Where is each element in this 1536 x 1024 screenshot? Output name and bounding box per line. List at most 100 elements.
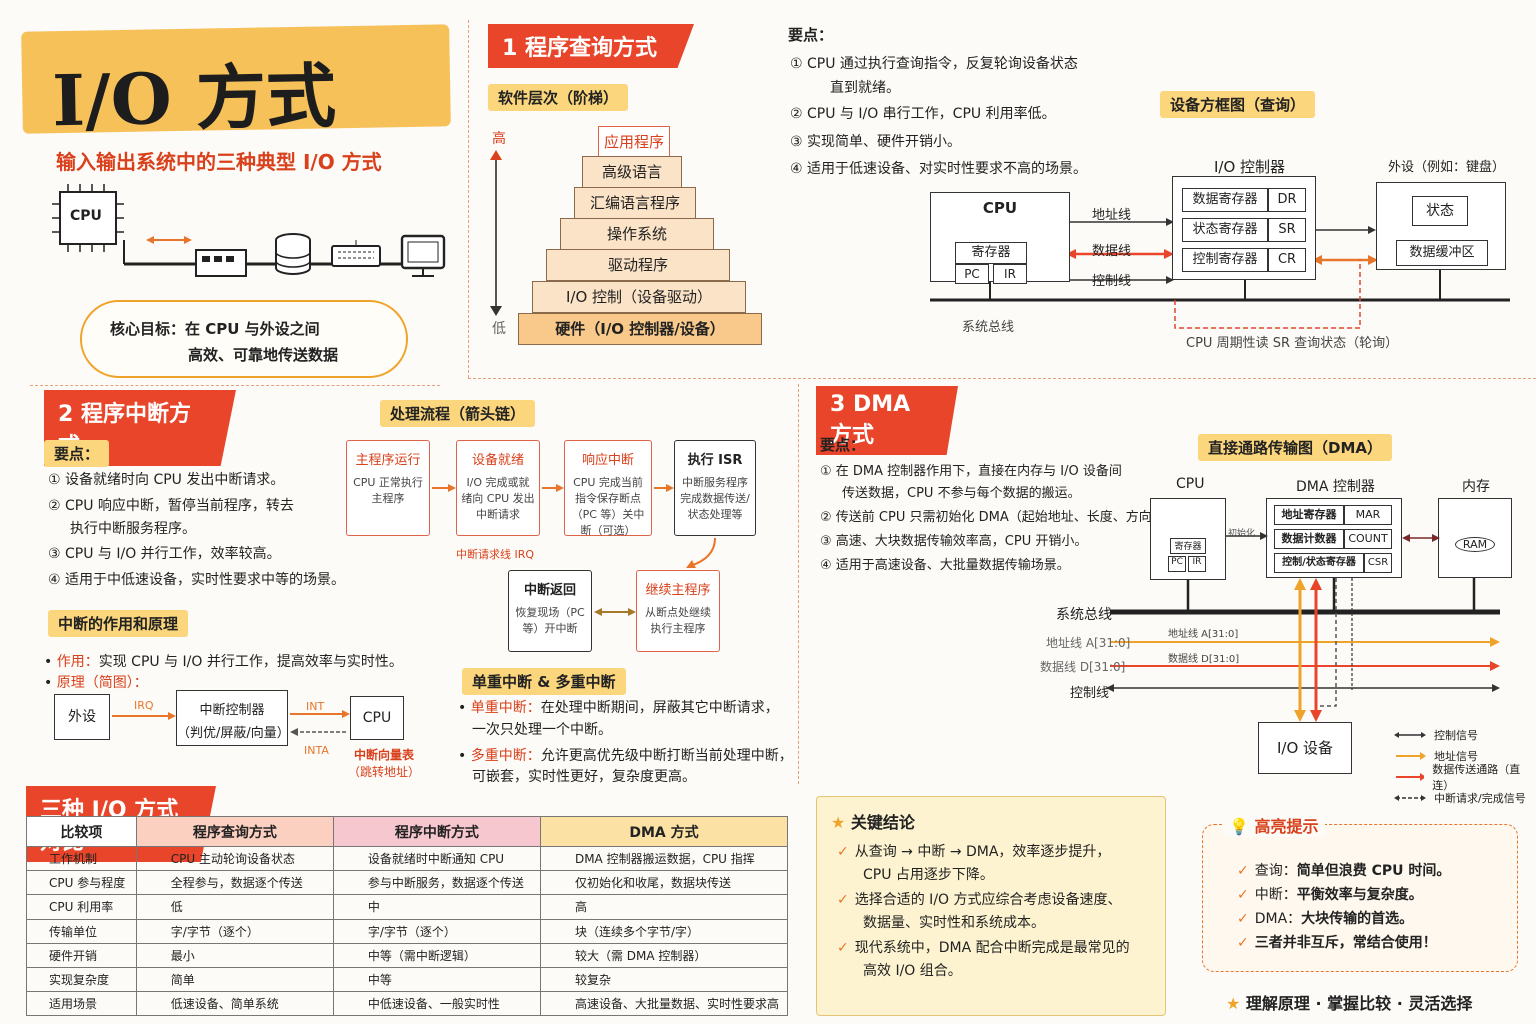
tip-value: 简单但浪费 CPU 时间。 [1296,863,1451,879]
tips-list: ✓查询：简单但浪费 CPU 时间。 ✓中断：平衡效率与复杂度。 ✓DMA：大块传… [1237,859,1450,955]
io-controller-title: I/O 控制器 [1214,158,1286,176]
section3-banner: 3 DMA 方式 [816,386,958,455]
sec2-point-2: ② CPU 响应中断，暂停当前程序，转去 [48,498,294,514]
tip-item: ✓三者并非互斥，常结合使用！ [1237,931,1450,955]
mar-register: 地址寄存器 [1274,505,1344,525]
divider [798,384,799,784]
vector-table-title: 中断向量表 [354,748,415,762]
flow-step-body: CPU 正常执行主程序 [353,476,423,505]
ir-register: IR [993,264,1027,284]
layer-assembly: 汇编语言程序 [574,187,696,219]
io-overview-illustration [52,184,446,277]
check-icon: ✓ [837,940,849,956]
sec1-point-3: ③ 实现简单、硬件开销小。 [790,134,962,150]
conclusion-title-text: 关键结论 [850,813,915,832]
ctrl-bus-label: 控制线 [1070,686,1110,701]
table-row: 硬件开销最小中等（需中断逻辑）较大（需 DMA 控制器） [26,942,789,968]
count-register: 数据计数器 [1274,529,1344,549]
flow-step-continue: 继续主程序 从断点处继续执行主程序 [636,570,720,652]
flow-step-ready: 设备就绪 I/O 完成或就绪向 CPU 发出中断请求 [456,440,540,536]
polling-diagram-lines [930,218,1510,329]
section1-banner: 1 程序查询方式 [488,24,694,68]
conclusion-item-text: 高效 I/O 组合。 [863,963,962,979]
table-cell: 字/字节（逐个） [332,918,541,944]
csr-label: CSR [1364,553,1392,573]
flow-arrows [432,484,716,616]
check-icon: ✓ [837,892,849,908]
flow-step-title: 主程序运行 [355,453,421,468]
table-cell: 中 [332,894,541,920]
peripheral-title: 外设（例如：键盘） [1388,160,1506,175]
sec3-point-2: ② 传送前 CPU 只需初始化 DMA（起始地址、长度、方向）。 [820,510,1172,525]
role-line1-text: 实现 CPU 与 I/O 并行工作，提高效率与实时性。 [98,654,403,670]
tips-card: 💡 高亮提示 ✓查询：简单但浪费 CPU 时间。 ✓中断：平衡效率与复杂度。 ✓… [1202,813,1518,972]
conclusion-item-text: 现代系统中，DMA 配合中断完成是最常见的 [854,940,1130,956]
check-icon: ✓ [1237,935,1249,951]
sec1-point-1b: 直到就绪。 [830,80,900,96]
sec3-diagram-tag: 直接通路传输图（DMA） [1198,434,1392,461]
table-cell: 高速设备、大批量数据、实时性要求高 [539,991,789,1017]
sec3-point-1b: 传送数据，CPU 不参与每个数据的搬运。 [842,486,1081,501]
level-arrow [490,150,502,316]
tip-value: 大块传输的首选。 [1301,911,1414,927]
conclusion-item-text: 数据量、实时性和系统成本。 [863,915,1045,931]
csr-register: 控制/状态寄存器 [1274,553,1364,573]
star-icon: ★ [1226,994,1241,1013]
flow-step-title: 设备就绪 [471,453,524,468]
table-row: 适用场景低速设备、简单系统中低速设备、一般实时性高速设备、大批量数据、实时性要求… [26,991,789,1017]
conclusion-item: ✓ 现代系统中，DMA 配合中断完成是最常见的高效 I/O 组合。 [837,937,1130,983]
dma-system-bus-label: 系统总线 [1056,607,1112,623]
table-cell: 较大（需 DMA 控制器） [539,942,789,968]
dma-bus-lines [1106,532,1500,722]
legend-interrupt: 中断请求/完成信号 [1394,787,1536,808]
multi-tag: 单重中断 & 多重中断 [462,668,626,695]
flow-step-return: 中断返回 恢复现场（PC 等）开中断 [508,570,592,652]
legend-data-label: 数据传送通路（直连） [1432,762,1521,792]
table-row-label: 工作机制 [26,845,137,872]
check-icon: ✓ [1237,863,1249,879]
flow-step-body: 恢复现场（PC 等）开中断 [515,606,585,635]
core-goal-cloud: 核心目标：在 CPU 与外设之间 高效、可靠地传送数据 [80,300,408,378]
flow-tag: 处理流程（箭头链） [380,400,536,427]
ctrl-line-label: 控制线 [1092,274,1132,289]
flow-step-body: 从断点处继续执行主程序 [645,606,711,635]
dr-label: DR [1268,188,1306,212]
table-row: 实现复杂度简单中等较复杂 [26,966,789,993]
tip-key: DMA： [1254,911,1302,927]
sec1-point-4: ④ 适用于低速设备、对实时性要求不高的场景。 [790,161,1087,177]
tip-item: ✓DMA：大块传输的首选。 [1237,907,1450,931]
legend-control: 控制信号 [1394,724,1536,745]
table-cell: CPU 主动轮询设备状态 [135,845,334,872]
table-header: 程序中断方式 [332,816,541,847]
table-header: 程序查询方式 [135,816,334,847]
sr-label: SR [1268,218,1306,242]
multi-label: 多重中断： [470,748,541,764]
table-row: CPU 参与程度全程参与，数据逐个传送参与中断服务，数据逐个传送仅初始化和收尾，… [26,870,789,896]
lightbulb-icon: 💡 [1229,817,1249,836]
data-bus-label: 数据线 D[31:0] [1040,660,1126,674]
status-register: 状态寄存器 [1182,218,1268,242]
layer-highlevel: 高级语言 [582,156,682,188]
footer-slogan-text: 理解原理 · 掌握比较 · 灵活选择 [1245,994,1473,1013]
single-label: 单重中断： [470,700,541,716]
keyboard-icon [331,240,381,267]
sec1-diagram-tag: 设备方框图（查询） [1160,91,1316,118]
table-cell: 较复杂 [539,966,789,993]
conclusion-item-text: CPU 占用逐步下降。 [863,867,994,883]
table-cell: DMA 控制器搬运数据，CPU 指挥 [539,845,789,872]
flow-step-title: 继续主程序 [645,583,711,598]
layer-driver: 驱动程序 [546,249,730,281]
memory-box: RAM [1438,498,1512,578]
table-row-label: CPU 利用率 [26,894,137,920]
single-text-2: 一次只处理一个中断。 [472,722,612,738]
flow-step-respond: 响应中断 CPU 完成当前指令保存断点（PC 等）关中断（可选） [564,440,652,537]
irq-note: 中断请求线 IRQ [456,548,535,561]
high-label: 高 [492,131,506,147]
flow-step-body: 中断服务程序完成数据传送/状态处理等 [680,476,750,521]
flow-step-title: 中断返回 [523,583,576,598]
legend-data: 数据传送通路（直连） [1394,763,1536,792]
database-icon [275,233,311,275]
cpu-box-2: CPU [350,696,404,740]
dma-cpu-ir: IR [1188,556,1206,572]
divider [468,20,469,378]
